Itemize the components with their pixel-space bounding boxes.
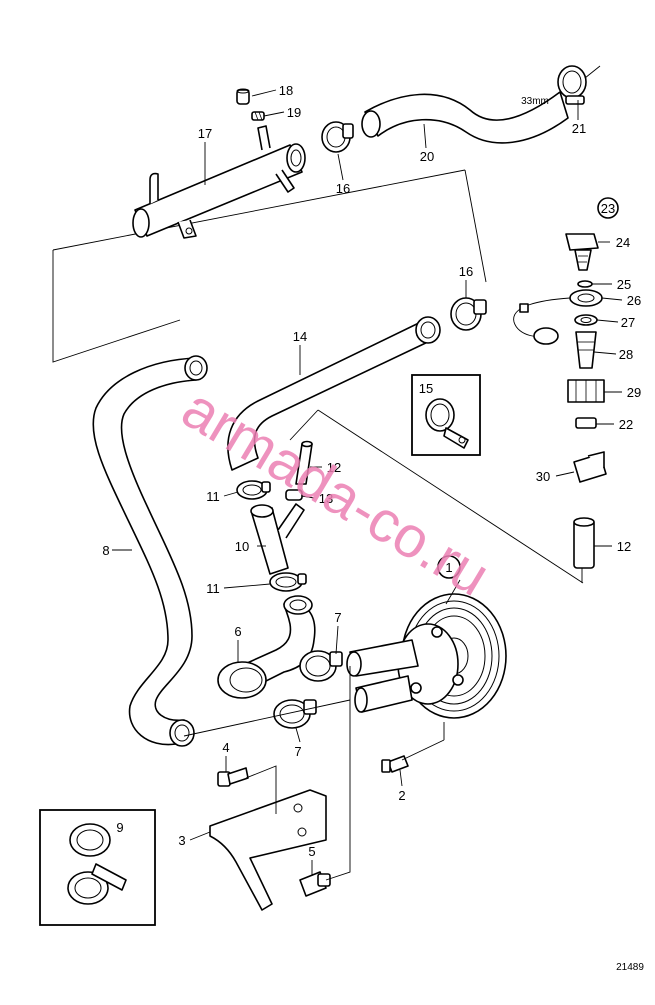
hose-6 [217,595,316,699]
callout-9: 9 [116,820,123,835]
callout-10: 10 [235,539,249,554]
box-15 [411,374,481,456]
hose-13 [285,489,303,501]
figure-number: 21489 [616,962,644,973]
callout-16-mid: 16 [459,264,473,279]
clamp-size-label: 33mm [521,96,549,107]
plug-18 [236,88,250,105]
sensor-5 [299,871,331,897]
callout-4: 4 [222,740,229,755]
callout-8: 8 [102,543,109,558]
callout-7-lower: 7 [294,744,301,759]
callout-5: 5 [308,844,315,859]
bolt-4 [217,767,249,787]
callout-labels: 1 2 3 4 5 6 7 7 8 9 10 11 11 12 12 13 14… [102,83,644,973]
callout-20: 20 [420,149,434,164]
callout-26: 26 [627,293,641,308]
callout-3: 3 [178,833,185,848]
reference-lines [52,169,584,584]
callout-13: 13 [319,491,333,506]
hose-14 [227,316,441,471]
hose-8 [92,355,208,747]
callout-18: 18 [279,83,293,98]
callout-14: 14 [293,329,307,344]
callout-12-upper: 12 [327,460,341,475]
callout-28: 28 [619,347,633,362]
callout-11-lower: 11 [206,581,220,596]
clamp-11-upper [236,480,271,500]
callout-17: 17 [198,126,212,141]
leader-lines [112,89,623,881]
connector-12-upper [295,440,313,485]
callout-23: 23 [601,201,615,216]
callout-30: 30 [536,469,550,484]
clamp-7-lower [273,699,317,729]
callout-27: 27 [621,315,635,330]
callout-29: 29 [627,385,641,400]
hose-20 [361,91,569,144]
drain-assembly-23 [513,197,619,569]
callout-11-upper: 11 [206,489,220,504]
callout-2: 2 [398,788,405,803]
callout-6: 6 [234,624,241,639]
y-connector-10 [250,503,305,575]
clamp-11-lower [269,572,307,592]
callout-25: 25 [617,277,631,292]
box-9 [39,809,156,926]
callout-24: 24 [616,235,630,250]
clamp-7-upper [299,650,343,682]
clamp-16-mid [450,297,487,331]
callout-21: 21 [572,121,586,136]
bolt-2 [381,755,409,773]
callout-19: 19 [287,105,301,120]
bracket-3 [209,789,327,911]
clamp-21 [557,65,601,105]
callout-7-upper: 7 [334,610,341,625]
callout-22: 22 [619,417,633,432]
callout-15: 15 [419,381,433,396]
clamp-16-top [321,121,354,153]
callout-12-lower: 12 [617,539,631,554]
callout-1: 1 [445,560,452,575]
pipe-17 [132,125,306,239]
water-pump-1 [346,593,507,719]
callout-16-top: 16 [336,181,350,196]
washer-19 [251,111,265,121]
